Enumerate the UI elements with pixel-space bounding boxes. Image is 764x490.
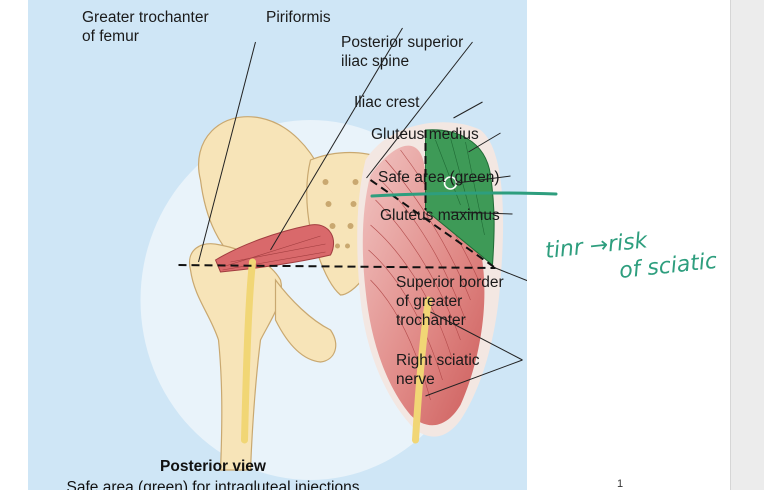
label-psis: Posterior superior iliac spine xyxy=(341,34,464,70)
gluteus-maximus-fibers xyxy=(368,149,479,401)
right-sciatic-nerve xyxy=(412,296,432,444)
piriformis-fibers xyxy=(222,235,326,271)
caption-title: Posterior view xyxy=(160,458,266,475)
label-superior-border: Superior border of greater trochanter xyxy=(396,274,504,329)
label-piriformis: Piriformis xyxy=(266,9,331,26)
ischium-bone xyxy=(274,278,337,363)
vertical-scrollbar[interactable] xyxy=(730,0,764,490)
handwritten-note-line2: of sciatic xyxy=(618,249,718,284)
gluteal-region-illustration xyxy=(140,27,527,480)
label-gluteus-maximus: Gluteus maximus xyxy=(380,207,500,224)
handwritten-note-line1: tinr →risk xyxy=(544,228,650,264)
anatomy-figure: Greater trochanter of femur Piriformis P… xyxy=(28,0,527,490)
label-iliac-crest: Iliac crest xyxy=(354,94,420,111)
label-leader-lines xyxy=(198,27,527,397)
left-sciatic-nerve xyxy=(241,258,256,444)
sacral-foramina xyxy=(322,179,359,249)
label-safe-area: Safe area (green) xyxy=(378,169,500,186)
label-gluteus-medius: Gluteus medius xyxy=(371,126,479,143)
piriformis-muscle xyxy=(214,224,335,273)
caption-subtitle: Safe area (green) for intragluteal injec… xyxy=(66,479,360,490)
gluteus-maximus-muscle xyxy=(362,145,485,426)
label-greater-trochanter: Greater trochanter of femur xyxy=(82,9,209,45)
label-sciatic-nerve: Right sciatic nerve xyxy=(396,352,480,388)
stray-mark: 1 xyxy=(617,478,624,490)
left-femur-bone xyxy=(188,243,283,471)
